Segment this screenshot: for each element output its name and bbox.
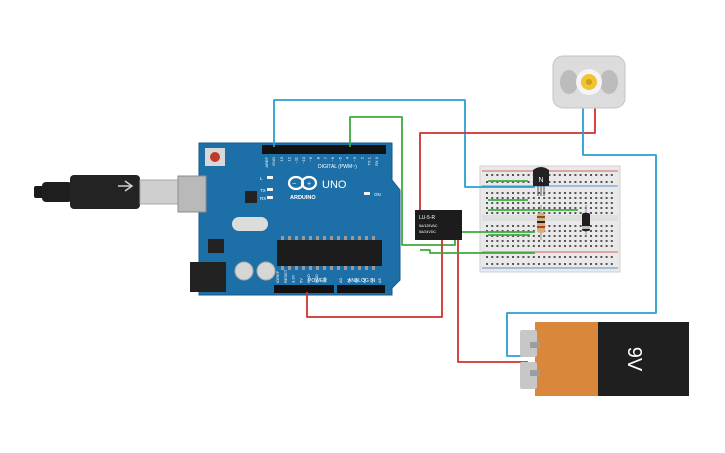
pin-label: 13 (279, 156, 284, 161)
pin-label: ~3 (352, 156, 357, 161)
analog-header[interactable] (337, 285, 385, 293)
pin-label: A1 (346, 277, 351, 283)
svg-text:+: + (307, 181, 311, 188)
pin-label: ~11 (294, 156, 299, 163)
pin-label: GND (306, 274, 311, 283)
arduino-infinity-logo: − + (287, 175, 318, 191)
relay-rating-2: 5A/24VDC (419, 230, 436, 234)
on-led (364, 192, 370, 195)
relay[interactable]: LU-5-R 5A/125VAC 5A/24VDC (415, 210, 462, 240)
pin-label: IOREF (275, 270, 280, 283)
pin-label: RX 0 (374, 156, 379, 166)
resistor[interactable] (537, 205, 545, 240)
svg-text:−: − (292, 181, 296, 188)
transistor-label: N (538, 177, 543, 184)
led-tx-label: TX (260, 188, 266, 193)
wire-red-5v (306, 239, 443, 318)
pin-label: A4 (369, 277, 374, 283)
on-led-label: ON (374, 192, 381, 197)
usb-cable[interactable] (34, 175, 181, 209)
pin-label: A5 (377, 277, 382, 283)
digital-header-label: DIGITAL (PWM~) (318, 164, 357, 170)
pin-label: A2 (354, 277, 359, 283)
pin-label: 3.3V (291, 274, 296, 283)
battery-label: 9V (623, 347, 645, 372)
pin-label-aref: AREF (264, 156, 269, 167)
relay-rating-1: 5A/125VAC (419, 224, 438, 228)
relay-model: LU-5-R (419, 215, 436, 221)
wire-red-battery (457, 239, 528, 363)
pin-label: A0 (338, 277, 343, 283)
usb-symbol-icon (118, 180, 134, 192)
pin-label: ~6 (330, 156, 335, 161)
wire-blue-gnd (273, 99, 535, 188)
wire-green-jumper-5 (420, 249, 535, 254)
power-header[interactable] (274, 285, 334, 293)
dc-motor[interactable] (552, 55, 626, 109)
diode[interactable] (582, 205, 590, 236)
led-rx-label: RX (260, 196, 266, 201)
pin-label: RESET (283, 269, 288, 283)
pin-label: 5V (298, 278, 303, 283)
pin-label: TX 1 (367, 156, 372, 165)
digital-header[interactable] (262, 145, 386, 154)
arduino-maker-text: ARDUINO (290, 195, 316, 201)
pin-label: 12 (286, 156, 291, 161)
pin-label: 8 (316, 156, 321, 159)
pin-label: Vin (322, 277, 327, 283)
battery-9v[interactable]: 9V (520, 322, 689, 396)
pin-label-gnd: GND (271, 157, 276, 166)
pin-label: GND (314, 274, 319, 283)
analog-in-label: ANALOG IN (348, 278, 376, 284)
pin-label: 7 (323, 156, 328, 159)
reset-button[interactable] (210, 152, 220, 162)
wire-blue-motor (506, 108, 657, 357)
pin-label: ~5 (337, 156, 342, 161)
npn-transistor[interactable]: N (533, 167, 549, 196)
uno-logo-text: UNO (322, 179, 347, 191)
wire-red-motor (419, 108, 596, 213)
pin-label: A3 (361, 277, 366, 283)
pin-label: ~9 (308, 156, 313, 161)
led-l-label: L (260, 176, 263, 181)
arduino-uno-board[interactable]: − + UNO ARDUINO DIGITAL (PWM~) POWER ANA… (177, 142, 401, 296)
power-label: POWER (308, 278, 327, 284)
pin-label: 4 (345, 156, 350, 159)
breadboard[interactable] (479, 165, 621, 273)
pin-label: 2 (359, 156, 364, 159)
pin-label: ~10 (301, 156, 306, 164)
